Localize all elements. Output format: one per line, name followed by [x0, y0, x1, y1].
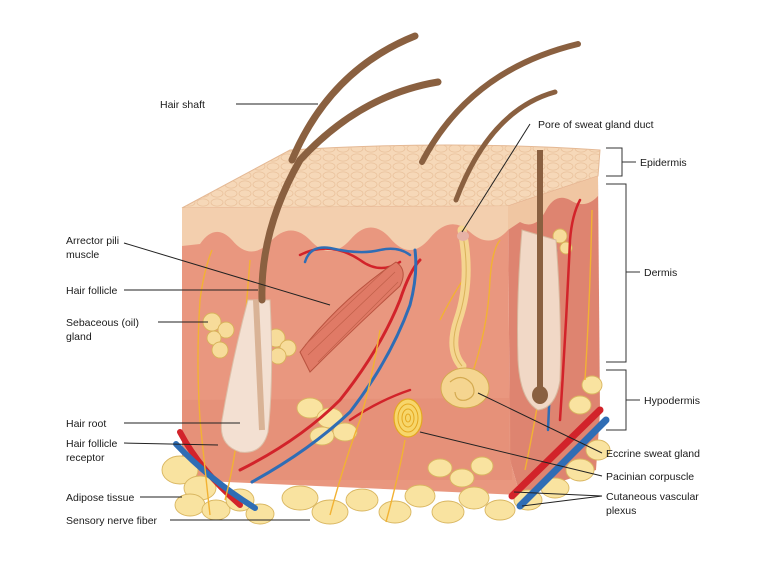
label-eccrine-sweat-gland: Eccrine sweat gland	[606, 448, 700, 460]
label-hair-follicle: Hair follicle	[66, 285, 118, 297]
label-sebaceous-line2: gland	[66, 331, 92, 343]
eccrine-sweat-gland-structure	[440, 225, 490, 409]
label-adipose-tissue: Adipose tissue	[66, 492, 134, 504]
arrector-pili-muscle	[299, 261, 404, 373]
label-cutaneous-vascular-line2: plexus	[606, 505, 636, 517]
epidermis-side-layer	[508, 176, 598, 230]
label-dermis: Dermis	[644, 267, 677, 279]
label-cutaneous-vascular-line1: Cutaneous vascular	[606, 491, 699, 503]
hair-shafts	[258, 32, 581, 304]
label-hair-follicle-receptor-line2: receptor	[66, 452, 105, 464]
label-hair-root: Hair root	[66, 418, 106, 430]
label-sebaceous-line1: Sebaceous (oil)	[66, 317, 139, 329]
label-pacinian-corpuscle: Pacinian corpuscle	[606, 471, 694, 483]
label-sensory-nerve-fiber: Sensory nerve fiber	[66, 515, 158, 527]
layer-brackets	[606, 147, 640, 431]
label-arrector-pili-line2: muscle	[66, 249, 99, 261]
hair-follicle-structure	[220, 150, 561, 453]
leader-lines	[123, 103, 603, 521]
label-arrector-pili-line1: Arrector pili	[66, 235, 119, 247]
label-pore-sweat-gland-duct: Pore of sweat gland duct	[538, 119, 654, 131]
label-hair-follicle-receptor-line1: Hair follicle	[66, 438, 118, 450]
label-epidermis: Epidermis	[640, 157, 687, 169]
label-hypodermis: Hypodermis	[644, 395, 700, 407]
label-hair-shaft: Hair shaft	[160, 99, 205, 111]
epidermis-front-layer	[182, 206, 508, 252]
sebaceous-glands	[202, 228, 573, 365]
diagram-labels: Hair shaft Pore of sweat gland duct Epid…	[66, 99, 700, 527]
pacinian-corpuscle-structure	[393, 398, 423, 438]
adipose-tissue-lobules	[161, 375, 611, 525]
blood-vessels	[173, 198, 610, 511]
